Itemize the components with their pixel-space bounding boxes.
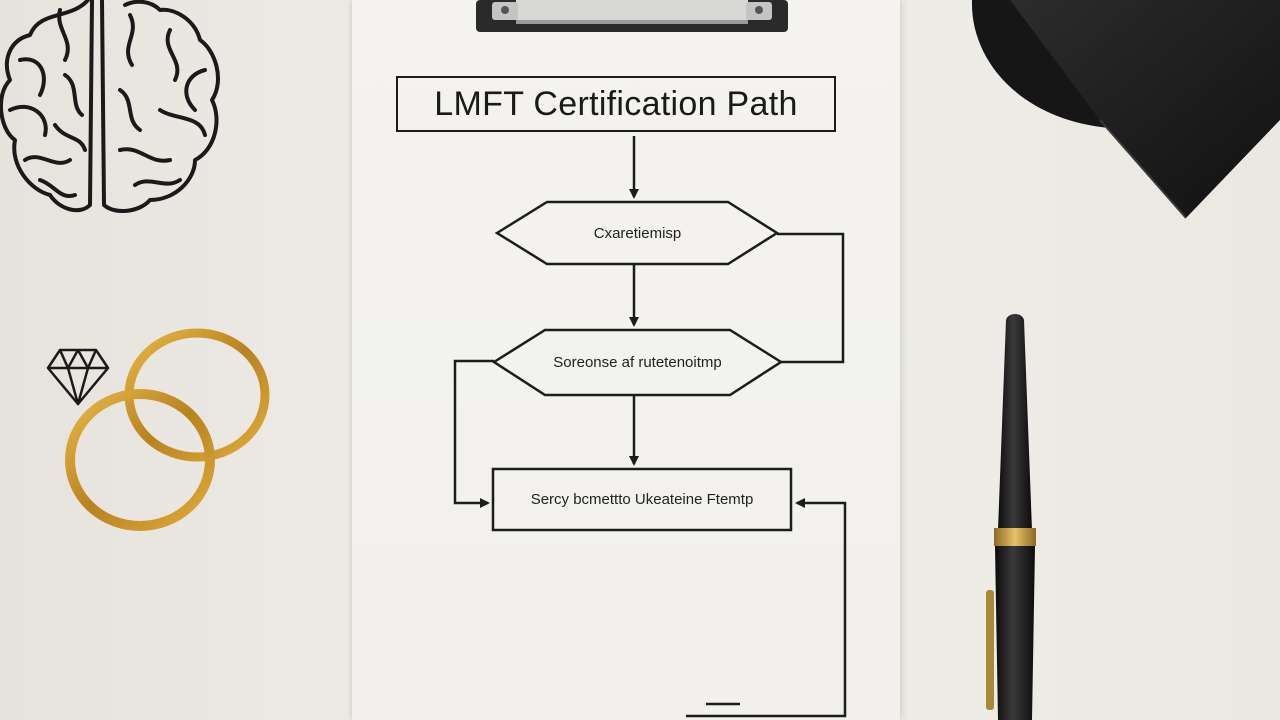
diamond-ring-icon [46,348,110,406]
edge-n1-n2-loop [777,232,845,364]
pen-icon [986,314,1036,720]
brain-icon [0,0,220,213]
edge-return-n3 [686,498,847,718]
wedding-rings-icon [65,328,270,531]
edge-n2-n3-loop [453,359,494,508]
flow-node-3-shape [491,467,793,532]
clipboard-clip-icon [476,0,788,32]
paper-sheet [352,0,900,720]
graduation-cap-icon [971,0,1280,219]
flowchart-title: LMFT Certification Path [396,76,836,132]
flow-node-2-label: Soreonse af rutetenoitmp [553,353,722,371]
flow-node-1-label: Cxaretiemisp [593,224,682,242]
flow-node-3-label: Sercy bcmettto Ukeateine Ftemtp [530,490,754,508]
